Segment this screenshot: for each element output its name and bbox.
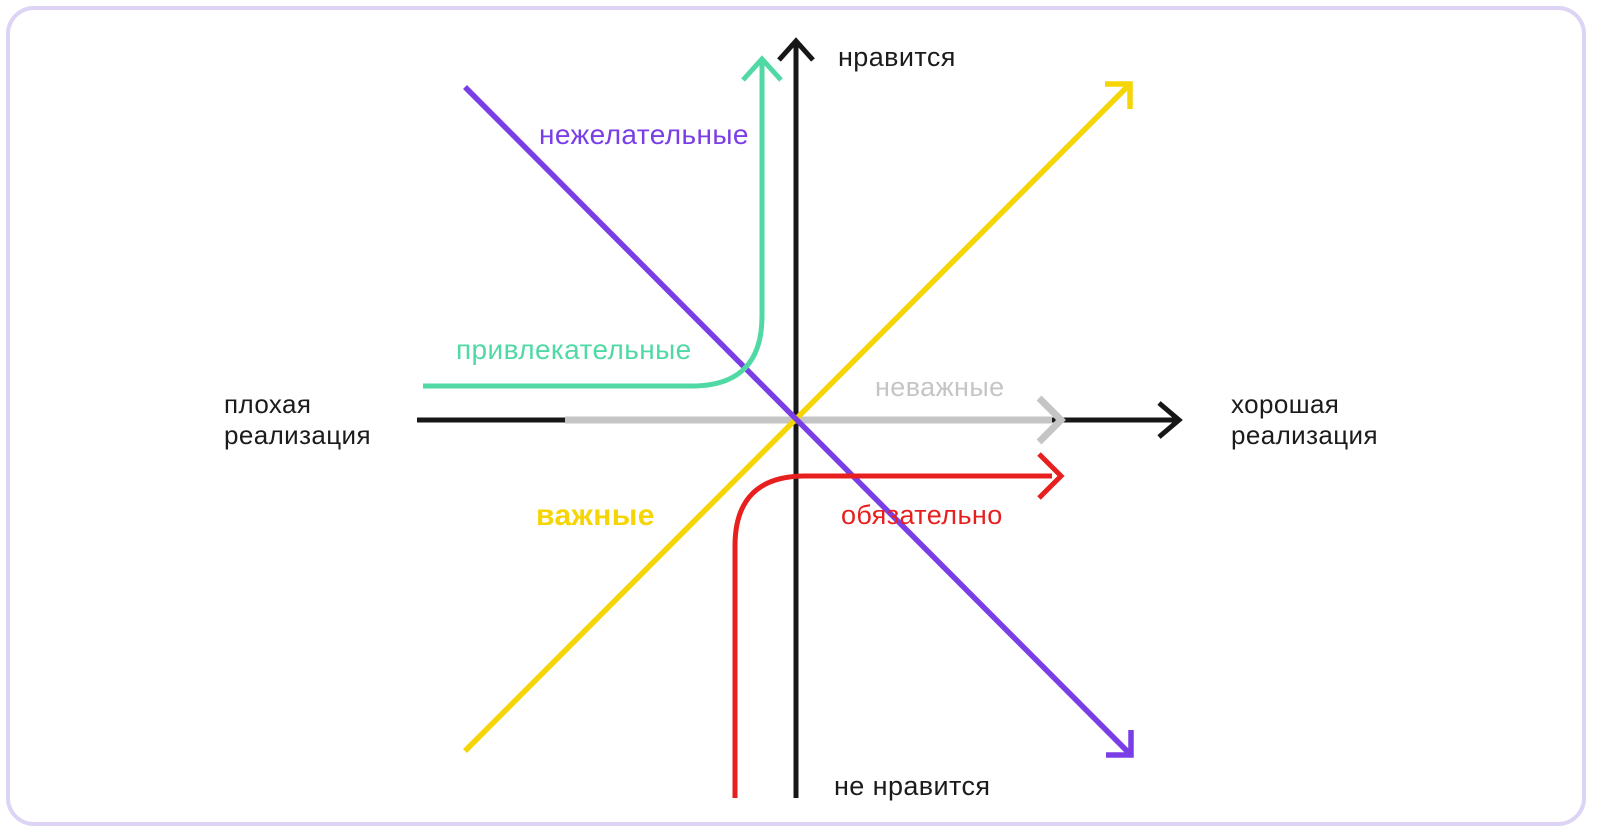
axis-label-good-implementation: хорошая реализация [1231, 389, 1378, 451]
category-label-important: важные [536, 499, 655, 532]
vertical-axis-arrowhead-icon [777, 37, 815, 62]
category-label-undesirable: нежелательные [539, 119, 749, 150]
category-label-unimportant: неважные [875, 372, 1005, 402]
unimportant-arrowhead-icon [1036, 395, 1066, 445]
horizontal-axis-arrowhead-icon [1157, 401, 1183, 439]
axis-label-good-line1: хорошая [1231, 389, 1340, 419]
axis-label-bad-implementation: плохая реализация [224, 389, 371, 451]
important-arrowhead-icon [1105, 81, 1133, 109]
axis-label-like: нравится [838, 42, 956, 72]
axis-label-dislike: не нравится [834, 771, 991, 801]
attractive-arrowhead-icon [741, 55, 783, 82]
attractive-curve [423, 62, 765, 389]
mandatory-curve [732, 473, 1052, 798]
axis-label-bad-line2: реализация [224, 420, 371, 450]
mandatory-arrowhead-icon [1037, 452, 1065, 500]
axis-label-bad-line1: плохая [224, 389, 312, 419]
category-label-mandatory: обязательно [841, 500, 1003, 530]
undesirable-arrowhead-icon [1106, 730, 1134, 758]
category-label-attractive: привлекательные [456, 334, 692, 365]
axis-label-good-line2: реализация [1231, 420, 1378, 450]
undesirable-line [463, 85, 1132, 756]
